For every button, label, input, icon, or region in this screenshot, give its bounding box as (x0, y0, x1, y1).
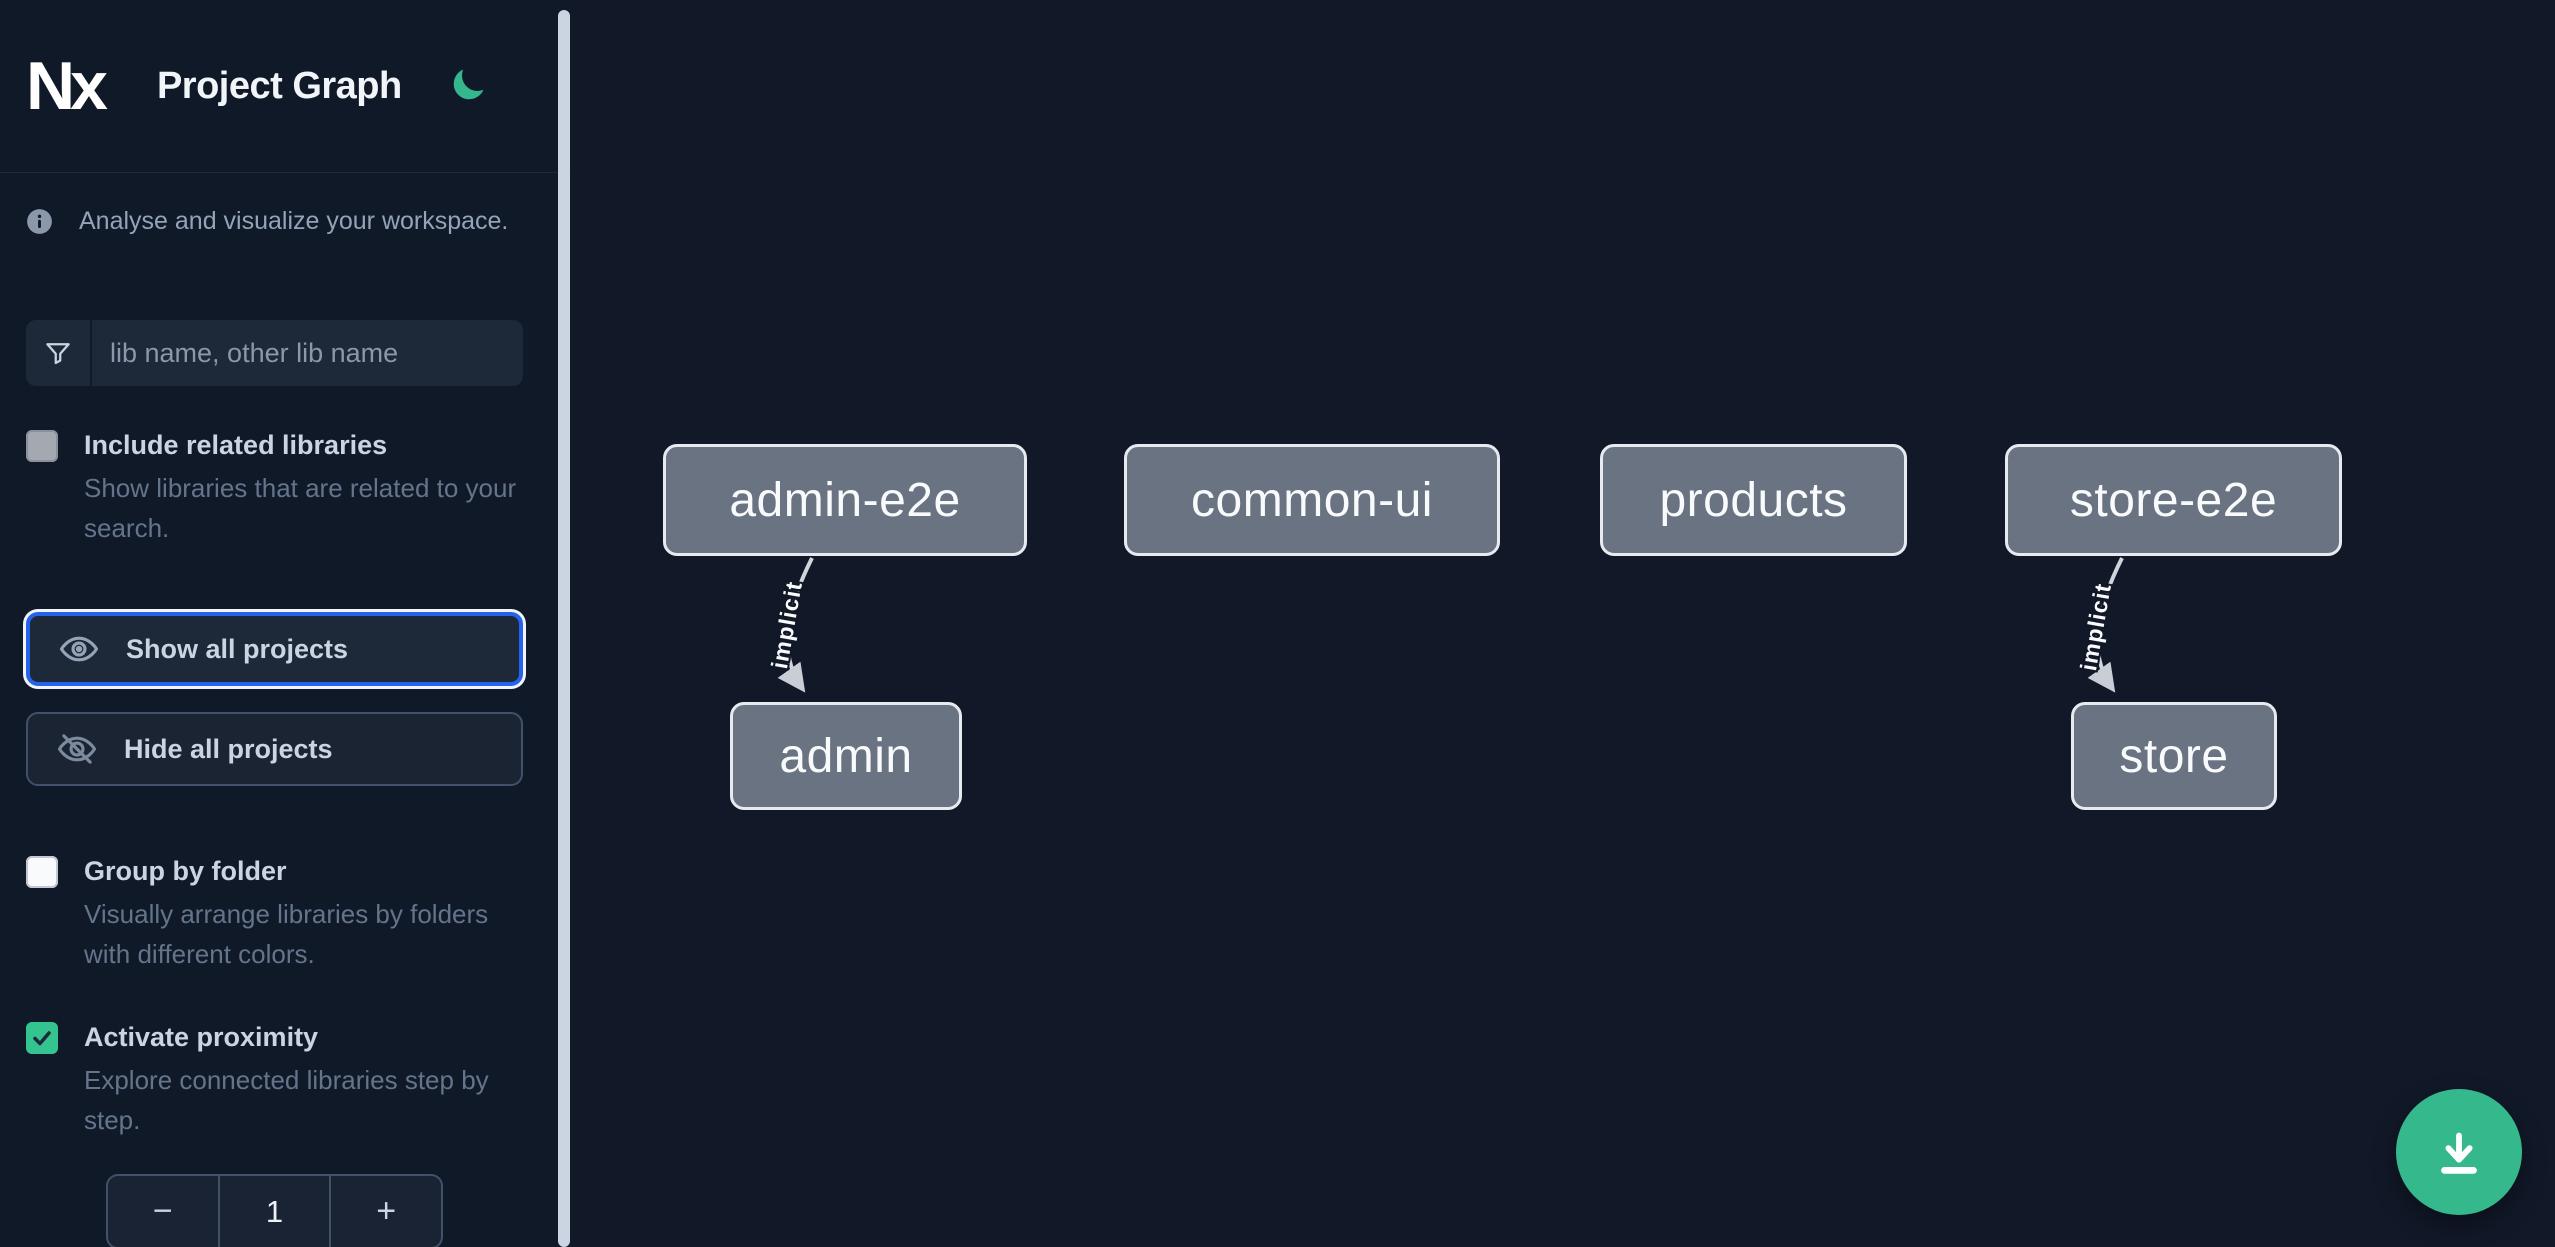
graph-node-admin[interactable]: admin (730, 702, 962, 810)
graph-node-store-e2e[interactable]: store-e2e (2005, 444, 2342, 556)
show-all-projects-button[interactable]: Show all projects (26, 612, 523, 686)
proximity-depth-value[interactable]: 1 (217, 1176, 330, 1247)
activate-proximity-section: Activate proximity Explore connected lib… (0, 1020, 571, 1140)
eye-icon (58, 628, 100, 670)
proximity-depth-stepper: − 1 + (106, 1174, 443, 1247)
workspace-info-row: Analyse and visualize your workspace. (0, 207, 571, 236)
download-icon (2430, 1123, 2488, 1181)
include-related-section: Include related libraries Show libraries… (0, 428, 571, 548)
scrollbar-thumb[interactable] (558, 10, 570, 1247)
project-graph-canvas[interactable]: implicit implicit admin-e2e common-ui pr… (571, 0, 2555, 1247)
edge-admin-e2e-to-admin[interactable] (777, 557, 814, 693)
workspace-info-text: Analyse and visualize your workspace. (79, 207, 509, 235)
increment-button[interactable]: + (329, 1176, 441, 1247)
graph-node-store[interactable]: store (2071, 702, 2277, 810)
search-box (26, 320, 523, 386)
info-icon (26, 208, 53, 235)
search-input[interactable] (92, 320, 523, 386)
graph-node-products[interactable]: products (1600, 444, 1907, 556)
graph-node-admin-e2e[interactable]: admin-e2e (663, 444, 1027, 556)
sidebar-scrollbar (557, 0, 571, 1247)
graph-node-common-ui[interactable]: common-ui (1124, 444, 1500, 556)
decrement-button[interactable]: − (108, 1176, 218, 1247)
include-related-description: Show libraries that are related to your … (84, 473, 517, 543)
group-by-folder-label: Group by folder (84, 856, 287, 886)
sidebar-header: Nx Project Graph (0, 0, 571, 173)
activate-proximity-description: Explore connected libraries step by step… (84, 1065, 489, 1135)
download-image-button[interactable] (2396, 1089, 2522, 1215)
group-by-folder-checkbox[interactable] (26, 856, 58, 888)
group-by-folder-section: Group by folder Visually arrange librari… (0, 854, 571, 974)
group-by-folder-description: Visually arrange libraries by folders wi… (84, 899, 489, 969)
activate-proximity-label: Activate proximity (84, 1022, 319, 1052)
include-related-checkbox[interactable] (26, 430, 58, 462)
activate-proximity-checkbox[interactable] (26, 1022, 58, 1054)
hide-all-projects-button[interactable]: Hide all projects (26, 712, 523, 786)
eye-off-icon (56, 728, 98, 770)
moon-icon (449, 66, 487, 107)
theme-toggle-button[interactable] (446, 64, 490, 108)
edge-store-e2e-to-store[interactable] (2087, 557, 2124, 693)
sidebar: Nx Project Graph Analyse and visualize y… (0, 0, 571, 1247)
show-all-projects-label: Show all projects (126, 633, 349, 664)
graph-edges (777, 557, 2124, 693)
include-related-label: Include related libraries (84, 430, 388, 460)
nx-logo: Nx (26, 48, 108, 124)
page-title: Project Graph (156, 64, 402, 107)
hide-all-projects-label: Hide all projects (124, 733, 333, 764)
filter-funnel-icon (26, 320, 92, 386)
